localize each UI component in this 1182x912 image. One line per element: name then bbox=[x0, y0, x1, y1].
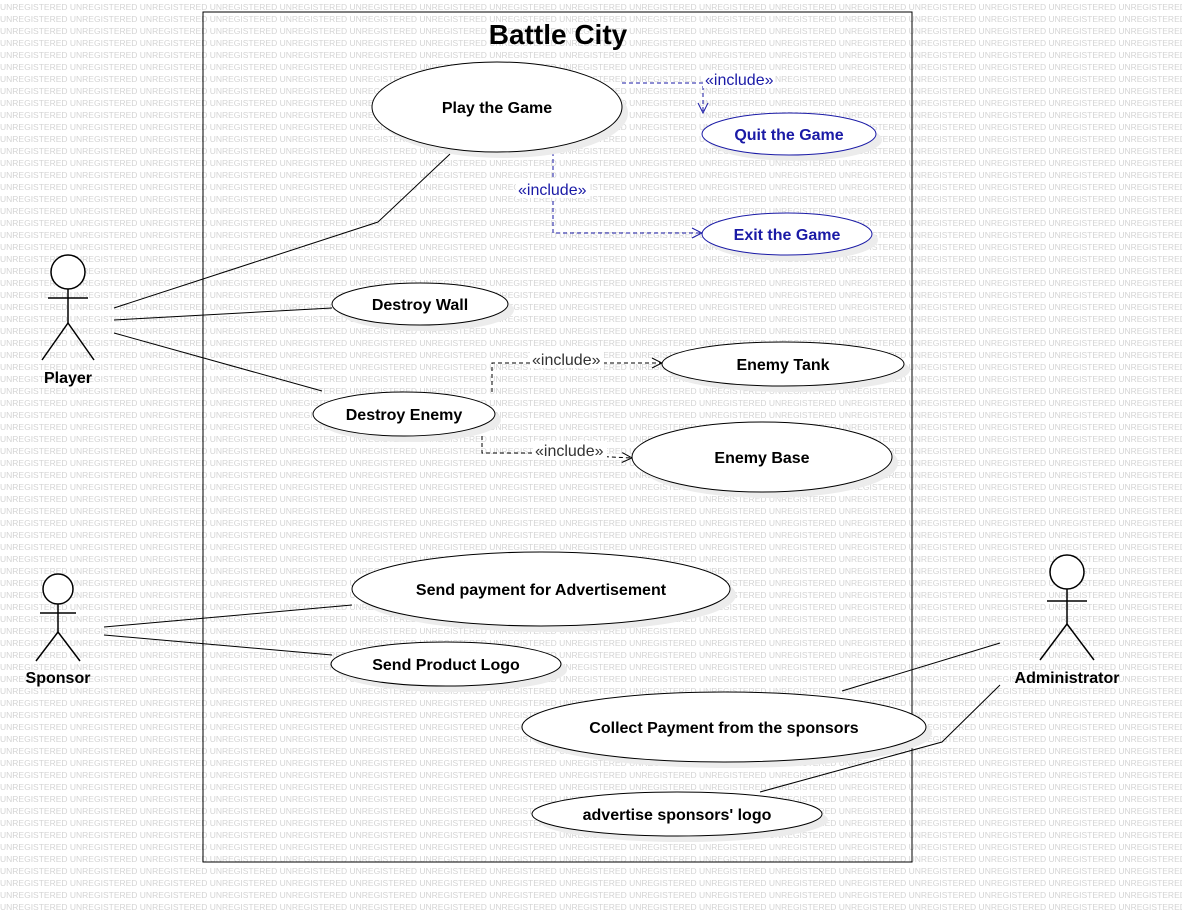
svg-text:Send Product Logo: Send Product Logo bbox=[372, 657, 520, 674]
actor-player[interactable] bbox=[41, 254, 95, 361]
actor-sponsor[interactable] bbox=[35, 573, 81, 662]
assoc-player-enemy bbox=[113, 332, 323, 392]
assoc-player-wall bbox=[113, 307, 333, 321]
assoc-admin-collect bbox=[841, 642, 1001, 692]
svg-text:Quit the Game: Quit the Game bbox=[734, 127, 843, 144]
assoc-sponsor-logo bbox=[103, 634, 333, 656]
include-arrow-exit bbox=[552, 152, 702, 233]
actor-label-player: Player bbox=[44, 370, 92, 387]
svg-text:Enemy Base: Enemy Base bbox=[714, 450, 809, 467]
use-cases: Play the Game Quit the Game Exit the Gam… bbox=[312, 61, 932, 842]
svg-text:Play the Game: Play the Game bbox=[442, 100, 552, 117]
actor-head bbox=[50, 254, 86, 290]
include-label-quit: «include» bbox=[705, 72, 774, 89]
actor-label-administrator: Administrator bbox=[1015, 670, 1120, 687]
include-label-base: «include» bbox=[535, 443, 604, 460]
include-arrow-tank bbox=[491, 363, 662, 392]
usecase-exit-the-game[interactable]: Exit the Game bbox=[701, 212, 878, 261]
assoc-admin-advertise bbox=[759, 684, 1001, 793]
system-boundary bbox=[202, 11, 913, 863]
usecase-collect-payment[interactable]: Collect Payment from the sponsors bbox=[521, 691, 932, 768]
include-label-exit: «include» bbox=[518, 182, 587, 199]
include-labels: «include» «include» «include» «include» bbox=[516, 70, 775, 460]
usecase-enemy-base[interactable]: Enemy Base bbox=[631, 421, 898, 498]
svg-text:advertise sponsors' logo: advertise sponsors' logo bbox=[583, 807, 772, 824]
system-title: Battle City bbox=[489, 19, 628, 50]
actor-administrator[interactable] bbox=[1039, 554, 1095, 661]
include-label-bg bbox=[533, 441, 607, 459]
include-label-bg bbox=[516, 180, 590, 198]
svg-text:Send payment for Advertisement: Send payment for Advertisement bbox=[416, 582, 667, 599]
svg-text:Collect Payment from the spons: Collect Payment from the sponsors bbox=[589, 720, 858, 737]
svg-text:Destroy Wall: Destroy Wall bbox=[372, 297, 468, 314]
svg-text:Enemy Tank: Enemy Tank bbox=[736, 357, 829, 374]
associations bbox=[103, 153, 1001, 793]
include-label-tank: «include» bbox=[532, 352, 601, 369]
usecase-destroy-wall[interactable]: Destroy Wall bbox=[331, 282, 514, 331]
svg-text:Destroy Enemy: Destroy Enemy bbox=[346, 407, 463, 424]
usecase-destroy-enemy[interactable]: Destroy Enemy bbox=[312, 391, 501, 442]
usecase-send-payment[interactable]: Send payment for Advertisement bbox=[351, 551, 736, 632]
include-arrow-quit bbox=[622, 82, 703, 113]
usecase-quit-the-game[interactable]: Quit the Game bbox=[701, 112, 882, 161]
include-label-bg bbox=[703, 70, 775, 88]
usecase-enemy-tank[interactable]: Enemy Tank bbox=[661, 341, 910, 392]
svg-text:Exit the Game: Exit the Game bbox=[734, 227, 841, 244]
include-label-bg bbox=[530, 350, 604, 368]
actor-label-sponsor: Sponsor bbox=[26, 670, 91, 687]
actor-head bbox=[42, 573, 74, 605]
usecase-advertise-logo[interactable]: advertise sponsors' logo bbox=[531, 791, 828, 842]
usecase-send-product-logo[interactable]: Send Product Logo bbox=[330, 641, 567, 692]
include-arrow-base bbox=[481, 436, 632, 458]
assoc-player-play bbox=[113, 153, 451, 309]
actor-head bbox=[1049, 554, 1085, 590]
assoc-sponsor-payment bbox=[103, 604, 353, 628]
usecase-play-the-game[interactable]: Play the Game bbox=[371, 61, 628, 158]
